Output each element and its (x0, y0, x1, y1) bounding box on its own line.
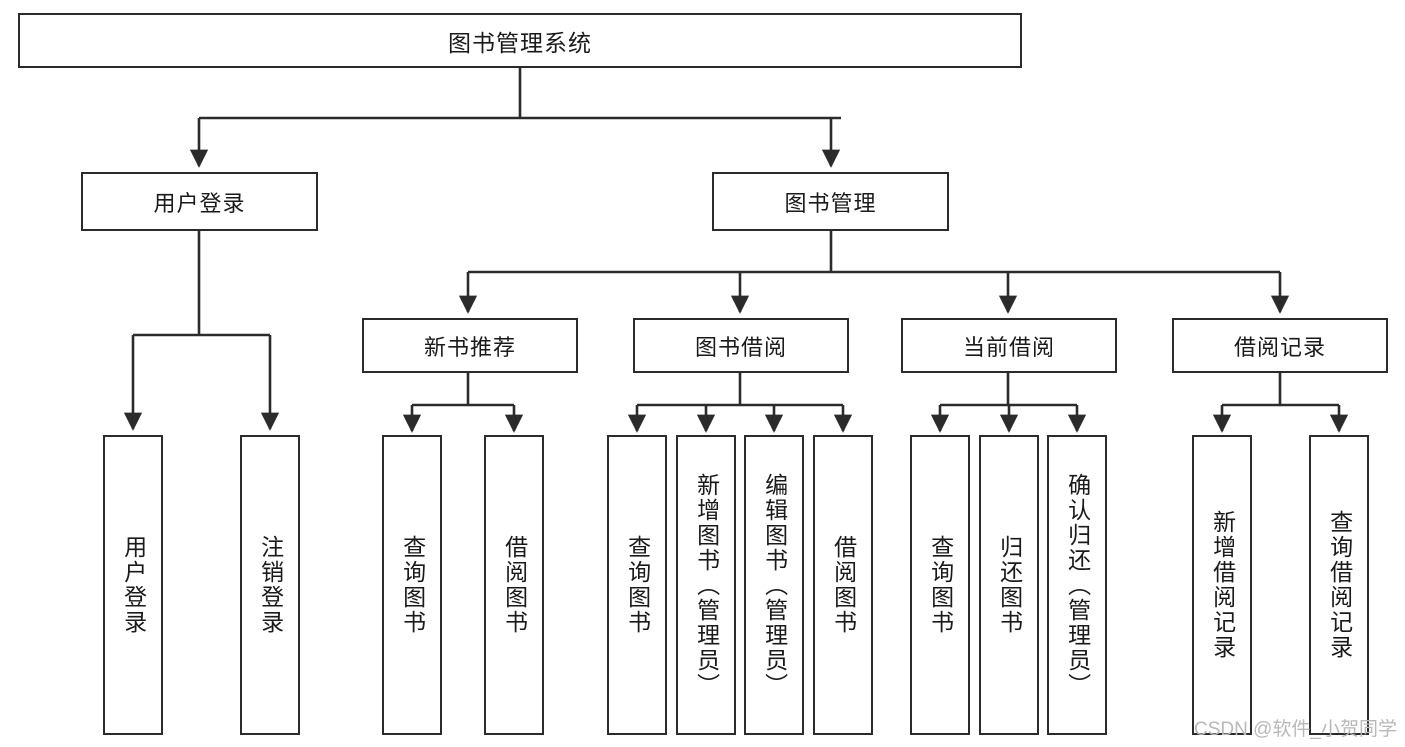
node-book-borrow[interactable]: 图书借阅 (633, 318, 849, 373)
node-leaf-user-logout[interactable]: 注销登录 (240, 435, 300, 735)
node-leaf-borrow-book-2[interactable]: 借阅图书 (813, 435, 873, 735)
node-leaf-borrow-book-1-label: 借阅图书 (501, 535, 528, 635)
node-root[interactable]: 图书管理系统 (18, 13, 1022, 68)
node-current-borrow-label: 当前借阅 (962, 334, 1055, 360)
node-leaf-return-book[interactable]: 归还图书 (979, 435, 1039, 735)
node-borrow-record[interactable]: 借阅记录 (1172, 318, 1388, 373)
node-book-manage[interactable]: 图书管理 (712, 172, 949, 231)
csdn-watermark: CSDN @软件_小贺同学 (1194, 719, 1397, 740)
node-book-borrow-label: 图书借阅 (694, 334, 787, 360)
node-leaf-user-login[interactable]: 用户登录 (103, 435, 163, 735)
node-leaf-confirm-return[interactable]: 确认归还（管理员） (1047, 435, 1107, 735)
node-leaf-query-record[interactable]: 查询借阅记录 (1309, 435, 1369, 735)
node-leaf-query-book-2[interactable]: 查询图书 (607, 435, 667, 735)
node-leaf-borrow-book-1[interactable]: 借阅图书 (484, 435, 544, 735)
node-leaf-add-book[interactable]: 新增图书（管理员） (676, 435, 736, 735)
node-borrow-record-label: 借阅记录 (1233, 334, 1326, 360)
node-leaf-borrow-book-2-label: 借阅图书 (830, 535, 857, 635)
node-leaf-query-book-1[interactable]: 查询图书 (382, 435, 442, 735)
node-current-borrow[interactable]: 当前借阅 (901, 318, 1117, 373)
node-book-manage-label: 图书管理 (784, 190, 877, 216)
node-new-book-rec-label: 新书推荐 (423, 334, 516, 360)
node-root-label: 图书管理系统 (448, 29, 592, 56)
node-user-login[interactable]: 用户登录 (81, 172, 318, 231)
node-leaf-query-book-3-label: 查询图书 (927, 535, 954, 635)
node-leaf-query-record-label: 查询借阅记录 (1326, 510, 1353, 660)
node-leaf-confirm-return-label: 确认归还（管理员） (1064, 472, 1091, 698)
node-new-book-rec[interactable]: 新书推荐 (362, 318, 578, 373)
node-leaf-user-login-label: 用户登录 (120, 535, 147, 635)
node-leaf-add-record-label: 新增借阅记录 (1209, 510, 1236, 660)
node-leaf-edit-book[interactable]: 编辑图书（管理员） (744, 435, 804, 735)
node-leaf-query-book-3[interactable]: 查询图书 (910, 435, 970, 735)
node-leaf-add-book-label: 新增图书（管理员） (693, 472, 720, 698)
node-leaf-query-book-1-label: 查询图书 (399, 535, 426, 635)
node-user-login-label: 用户登录 (153, 190, 246, 216)
node-leaf-add-record[interactable]: 新增借阅记录 (1192, 435, 1252, 735)
node-leaf-user-logout-label: 注销登录 (257, 535, 284, 635)
node-leaf-edit-book-label: 编辑图书（管理员） (761, 472, 788, 698)
node-leaf-query-book-2-label: 查询图书 (624, 535, 651, 635)
node-leaf-return-book-label: 归还图书 (996, 535, 1023, 635)
